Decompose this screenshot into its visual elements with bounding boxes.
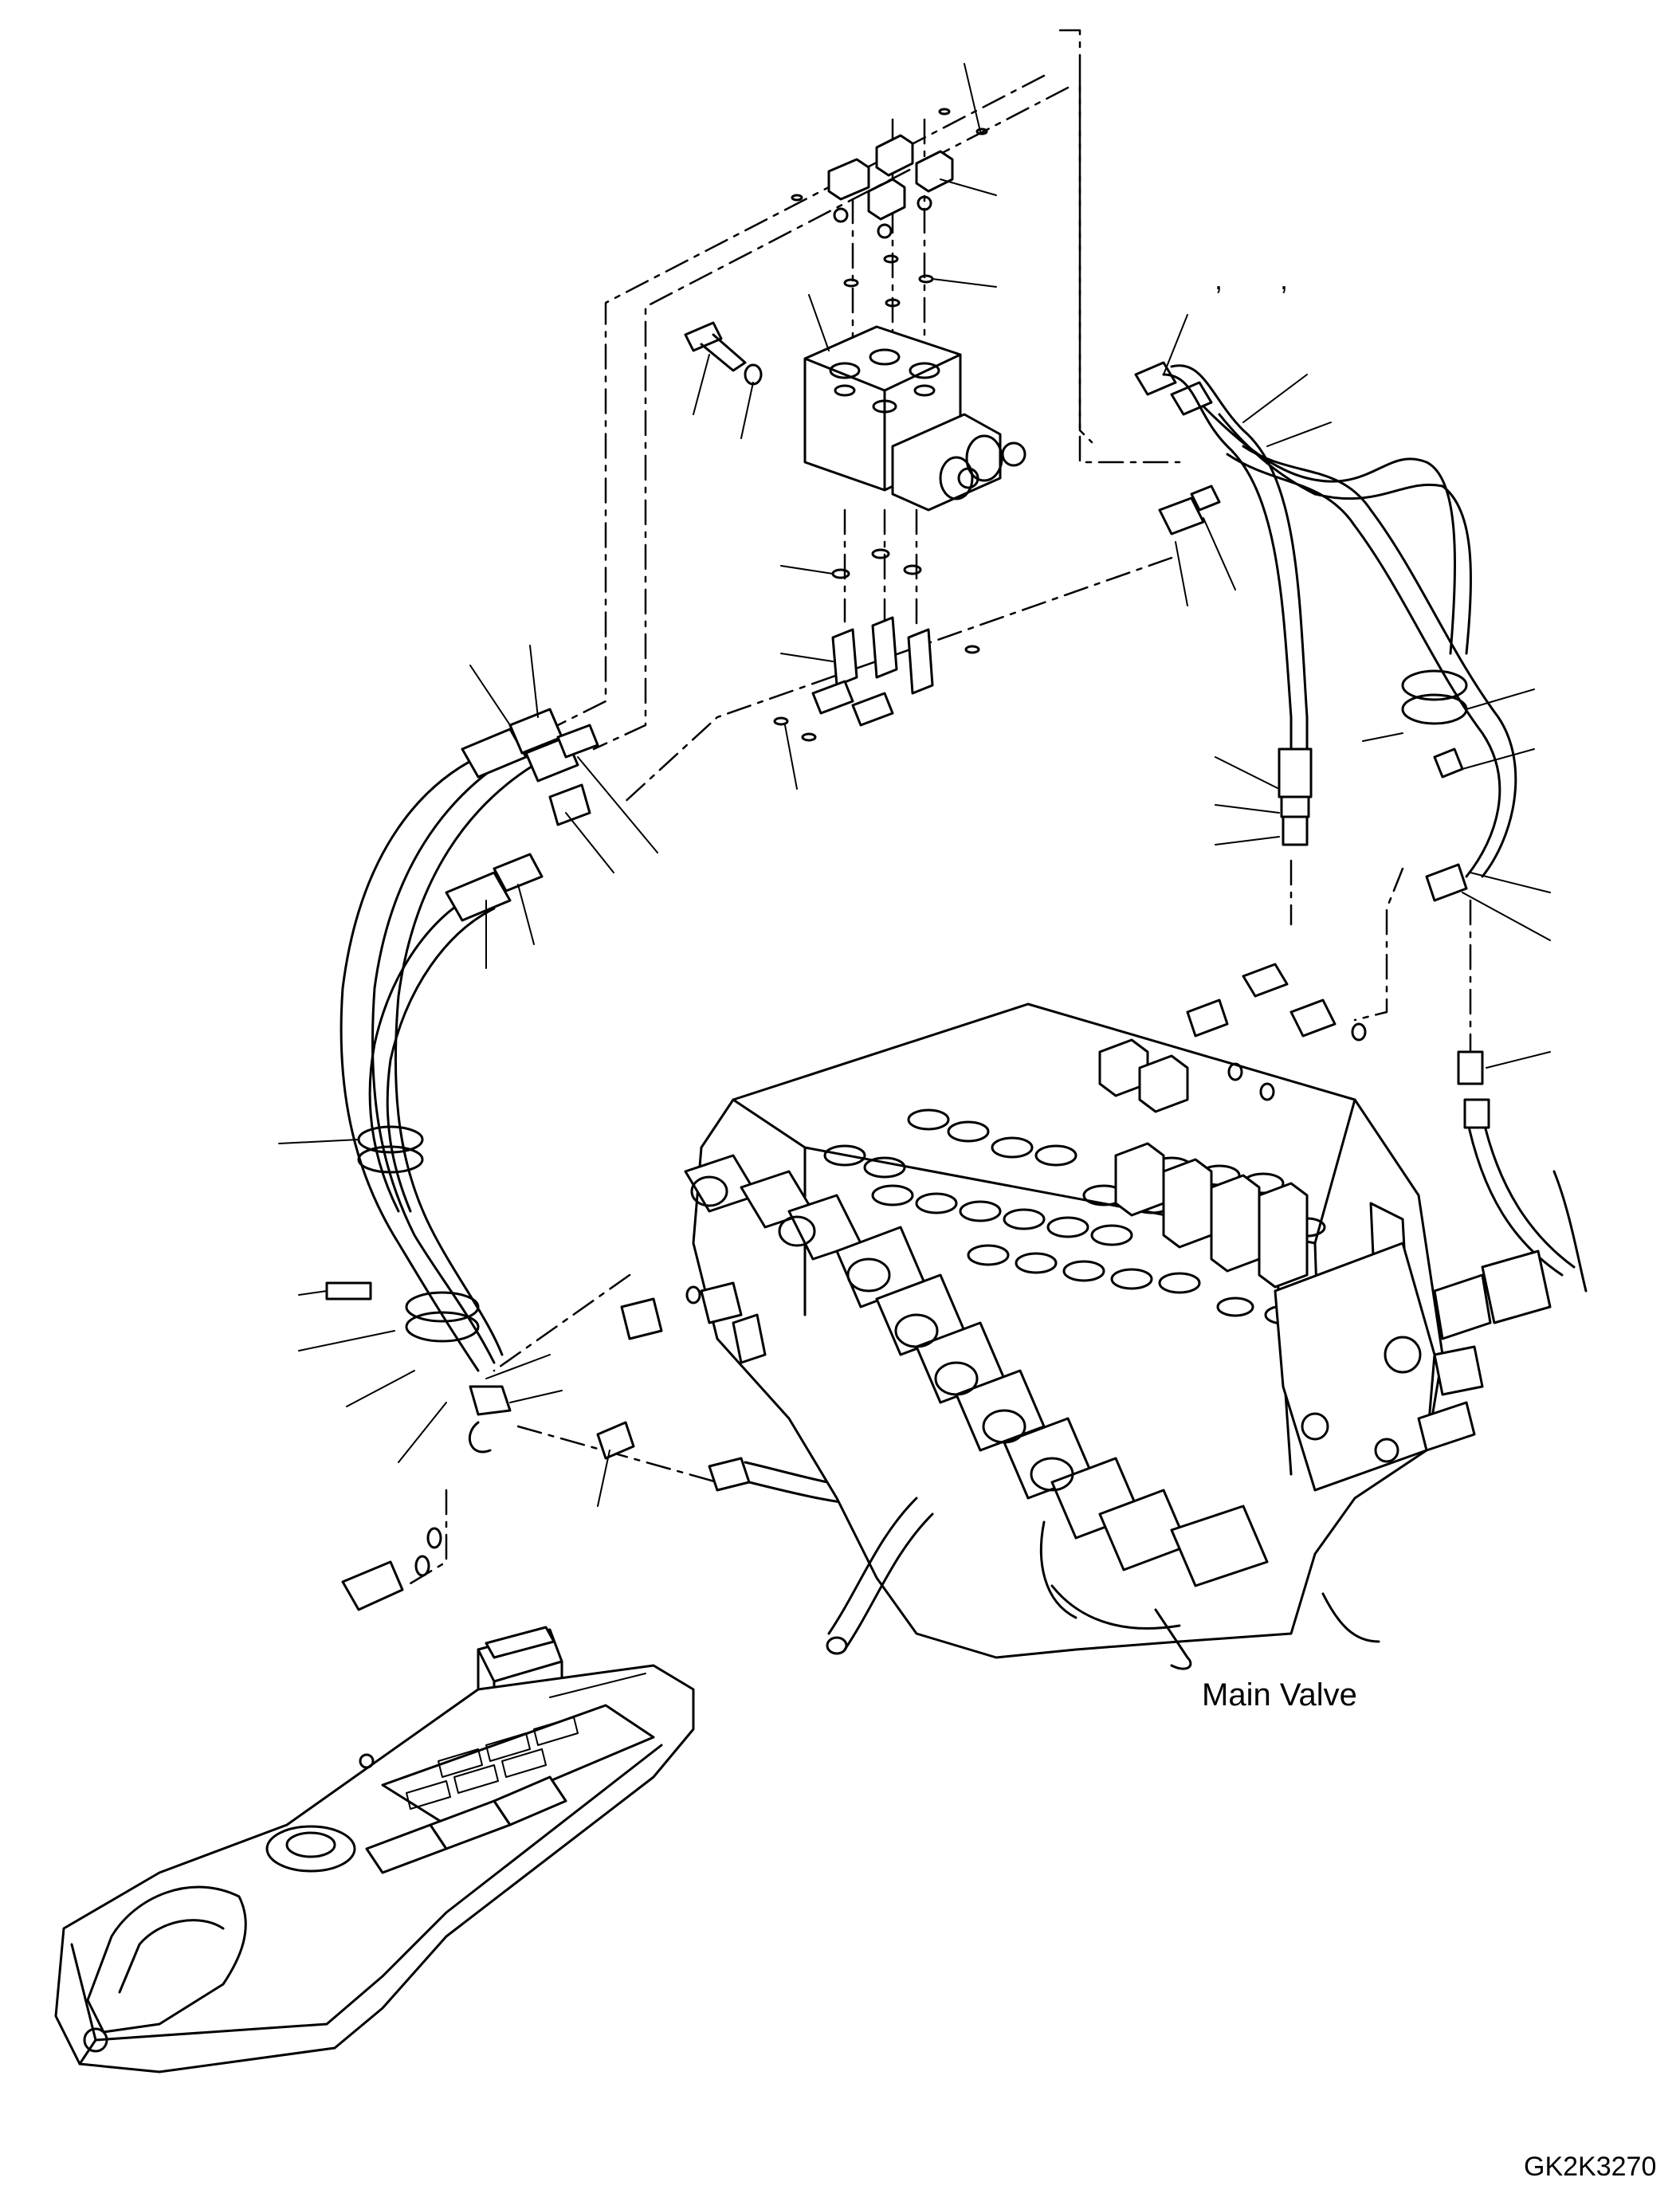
solenoid-valve-block: [803, 325, 1026, 512]
block-top-fittings: [791, 108, 988, 308]
main-valve-label: Main Valve: [1202, 1677, 1357, 1712]
block-bottom-fittings: [773, 548, 980, 742]
callout-separator: ,: [1280, 263, 1289, 296]
drawing-code-label: GK2K3270: [1524, 2152, 1657, 2182]
right-hose-assembly: [1134, 361, 1588, 1293]
left-hose-bundle: [325, 708, 635, 1611]
mounting-bolt: [684, 321, 763, 386]
callout-separator: ,: [1215, 263, 1223, 296]
callout-leader-lines: [278, 63, 1551, 1698]
cab-console: [54, 1664, 695, 2073]
valve-spool-caps: [684, 1154, 1269, 1587]
main-control-valve: [620, 963, 1552, 1670]
